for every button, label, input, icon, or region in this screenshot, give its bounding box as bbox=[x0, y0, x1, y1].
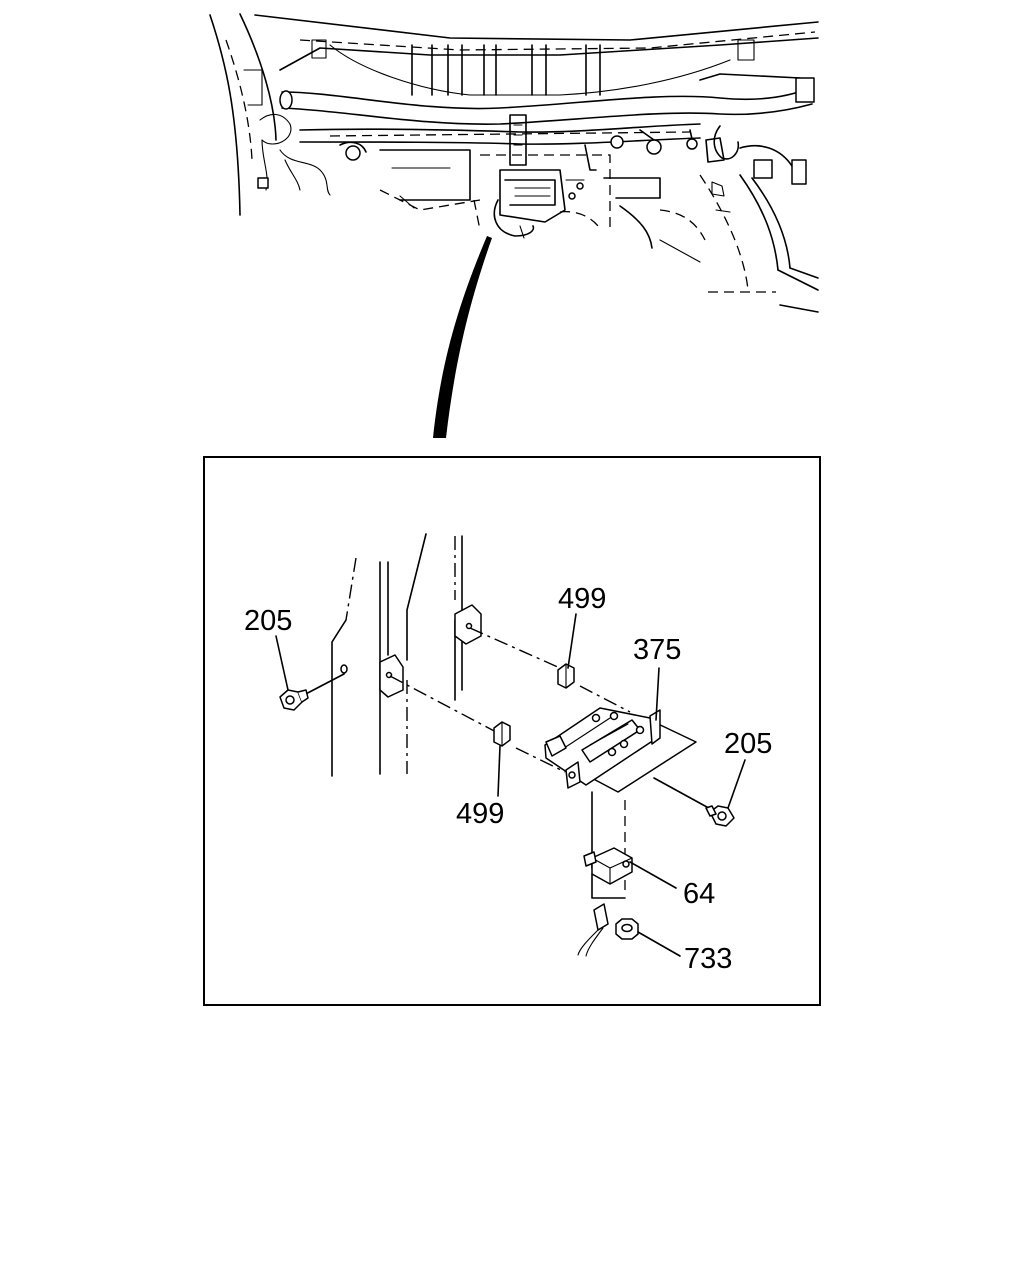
bolt-right-icon bbox=[705, 805, 735, 827]
callout-clip-upper: 499 bbox=[558, 583, 606, 615]
callout-bolt-right: 205 bbox=[724, 728, 772, 760]
bolt-left-icon bbox=[279, 689, 309, 711]
callout-bracket: 375 bbox=[633, 634, 681, 666]
detail-illustration bbox=[299, 533, 717, 957]
callout-relay: 64 bbox=[683, 878, 715, 910]
callout-clip-lower: 499 bbox=[456, 798, 504, 830]
overview-illustration bbox=[209, 13, 819, 313]
detail-frame bbox=[203, 456, 821, 1006]
callout-leaders bbox=[275, 613, 746, 957]
callout-bolt-left: 205 bbox=[244, 605, 292, 637]
leader-swoosh bbox=[433, 236, 492, 438]
callout-nut: 733 bbox=[684, 943, 732, 975]
